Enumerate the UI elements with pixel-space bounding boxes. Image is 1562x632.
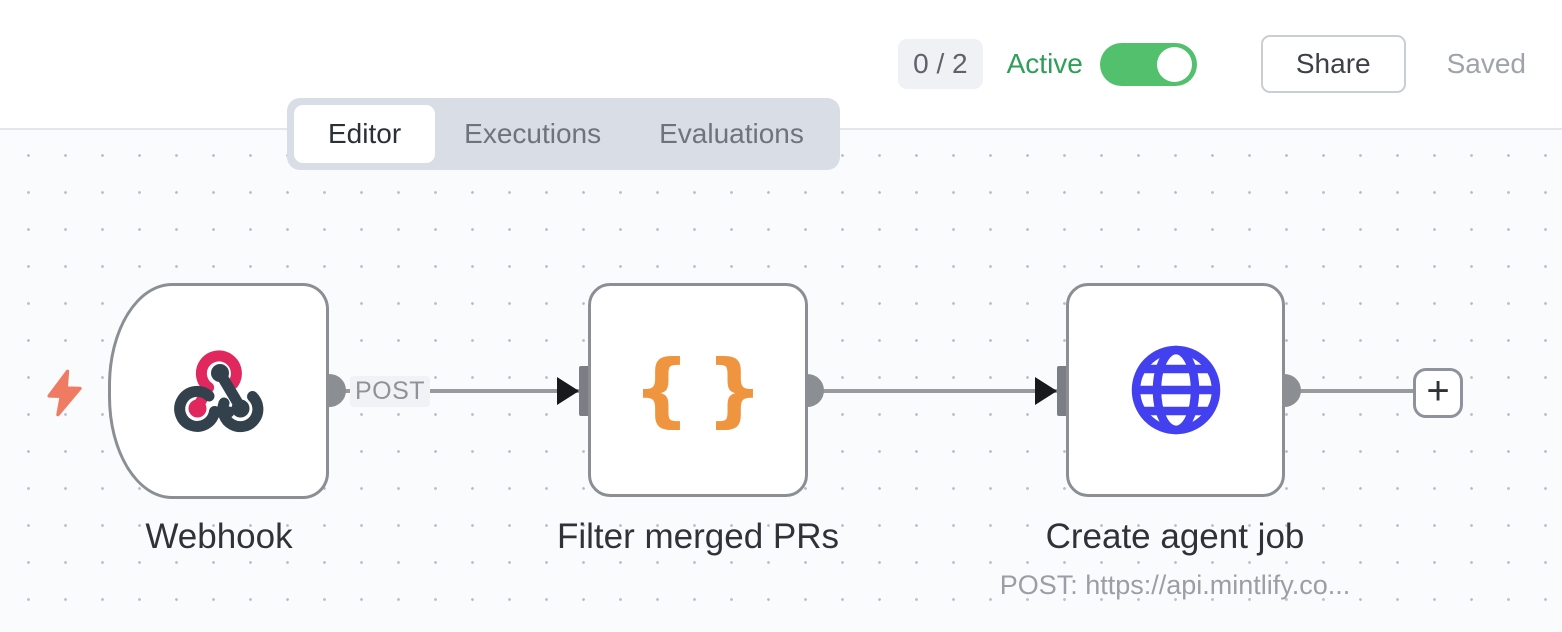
code-braces-icon: {}	[633, 343, 763, 436]
tab-editor[interactable]: Editor	[294, 105, 436, 163]
toggle-knob	[1156, 46, 1192, 82]
active-label: Active	[1006, 48, 1083, 79]
node-subtitle-label: POST: https://api.mintlify.co...	[999, 570, 1351, 600]
webhook-icon	[173, 350, 263, 433]
globe-icon	[1131, 345, 1220, 435]
connection-line[interactable]	[808, 389, 1057, 393]
node-name-label[interactable]: Create agent job	[1045, 517, 1305, 556]
active-toggle[interactable]	[1099, 42, 1197, 86]
lightning-bolt-icon	[47, 369, 82, 417]
node-name-label[interactable]: Filter merged PRs	[556, 517, 840, 556]
saved-status: Saved	[1446, 48, 1526, 79]
add-node-button[interactable]: +	[1413, 368, 1463, 418]
plus-icon: +	[1426, 369, 1450, 413]
connection-line[interactable]	[330, 389, 579, 393]
node-name-label[interactable]: Webhook	[145, 517, 293, 556]
node-create-agent-job[interactable]	[1066, 283, 1285, 497]
connection-arrow-icon	[557, 377, 579, 405]
view-tab-bar: Editor Executions Evaluations	[287, 98, 840, 170]
tab-evaluations[interactable]: Evaluations	[659, 118, 804, 149]
connection-line[interactable]	[1285, 389, 1414, 393]
webhook-method-label: POST	[350, 376, 431, 407]
workflow-canvas[interactable]: POST {}	[0, 130, 1562, 632]
connection-arrow-icon	[1035, 377, 1057, 405]
issue-count-badge[interactable]: 0 / 2	[898, 39, 983, 89]
node-webhook[interactable]	[108, 283, 329, 499]
share-button[interactable]: Share	[1260, 35, 1406, 93]
tab-executions[interactable]: Executions	[464, 118, 602, 149]
node-filter-merged-prs[interactable]: {}	[588, 283, 808, 497]
